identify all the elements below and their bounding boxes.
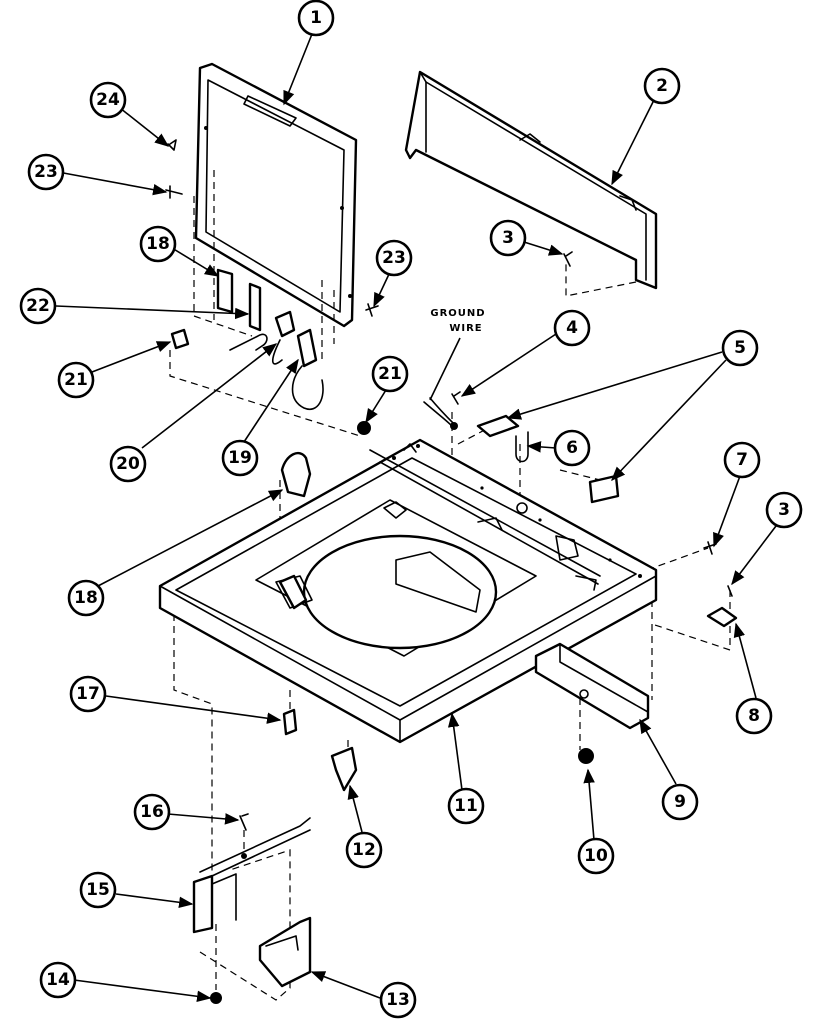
callout-9: 9 xyxy=(661,783,699,821)
callout-18b: 18 xyxy=(139,225,177,263)
callout-17: 17 xyxy=(69,675,107,713)
rear-brace-part xyxy=(534,642,650,730)
callout-21: 21 xyxy=(57,361,95,399)
callout-9-number: 9 xyxy=(674,792,686,812)
callout-10-number: 10 xyxy=(584,846,608,866)
callout-1: 1 xyxy=(297,0,335,37)
callout-15-number: 15 xyxy=(86,880,110,900)
callout-4-number: 4 xyxy=(566,318,578,338)
callout-16: 16 xyxy=(133,793,171,831)
callout-6-number: 6 xyxy=(566,438,578,458)
cabinet-top-part xyxy=(158,438,658,744)
callout-5-number: 5 xyxy=(734,338,746,358)
callout-23b: 23 xyxy=(375,239,413,277)
callout-15: 15 xyxy=(79,871,117,909)
callout-6: 6 xyxy=(553,429,591,467)
callout-2-number: 2 xyxy=(656,76,668,96)
callout-7: 7 xyxy=(723,441,761,479)
callout-12: 12 xyxy=(345,831,383,869)
callout-3: 3 xyxy=(489,219,527,257)
callout-18: 18 xyxy=(67,579,105,617)
callout-3b-number: 3 xyxy=(778,500,790,520)
callout-2: 2 xyxy=(643,67,681,105)
lid-part xyxy=(194,62,358,328)
callout-10: 10 xyxy=(577,837,615,875)
callout-8: 8 xyxy=(735,697,773,735)
callout-23b-number: 23 xyxy=(382,248,406,268)
ground-wire-label: GROUND WIRE xyxy=(430,308,485,334)
callout-23-number: 23 xyxy=(34,162,58,182)
callout-13-number: 13 xyxy=(386,990,410,1010)
callout-18-number: 18 xyxy=(74,588,98,608)
callout-14-number: 14 xyxy=(46,970,70,990)
callout-11: 11 xyxy=(447,787,485,825)
callout-23: 23 xyxy=(27,153,65,191)
callout-21b: 21 xyxy=(371,355,409,393)
callout-3-number: 3 xyxy=(502,228,514,248)
callout-19: 19 xyxy=(221,439,259,477)
callout-21b-number: 21 xyxy=(378,364,402,384)
small-parts xyxy=(165,139,738,1004)
callout-8-number: 8 xyxy=(748,706,760,726)
callout-5: 5 xyxy=(721,329,759,367)
callout-24-number: 24 xyxy=(96,90,120,110)
callout-14: 14 xyxy=(39,961,77,999)
backguard-part xyxy=(404,70,658,290)
callout-12-number: 12 xyxy=(352,840,376,860)
callout-19-number: 19 xyxy=(228,448,252,468)
callout-11-number: 11 xyxy=(454,796,478,816)
callout-24: 24 xyxy=(89,81,127,119)
callout-1-number: 1 xyxy=(310,8,322,28)
callout-16-number: 16 xyxy=(140,802,164,822)
callout-22: 22 xyxy=(19,287,57,325)
callout-7-number: 7 xyxy=(736,450,748,470)
callout-3b: 3 xyxy=(765,491,803,529)
leader-lines xyxy=(55,33,777,1003)
callout-20-number: 20 xyxy=(116,454,140,474)
callout-13: 13 xyxy=(379,981,417,1019)
callout-22-number: 22 xyxy=(26,296,50,316)
callout-18b-number: 18 xyxy=(146,234,170,254)
callout-4: 4 xyxy=(553,309,591,347)
assembly-guide-lines xyxy=(169,170,731,1001)
callout-17-number: 17 xyxy=(76,684,100,704)
callout-21-number: 21 xyxy=(64,370,88,390)
ground-wire-label-line2: WIRE xyxy=(449,323,482,334)
ground-wire-label-line1: GROUND xyxy=(430,308,485,319)
callout-20: 20 xyxy=(109,445,147,483)
